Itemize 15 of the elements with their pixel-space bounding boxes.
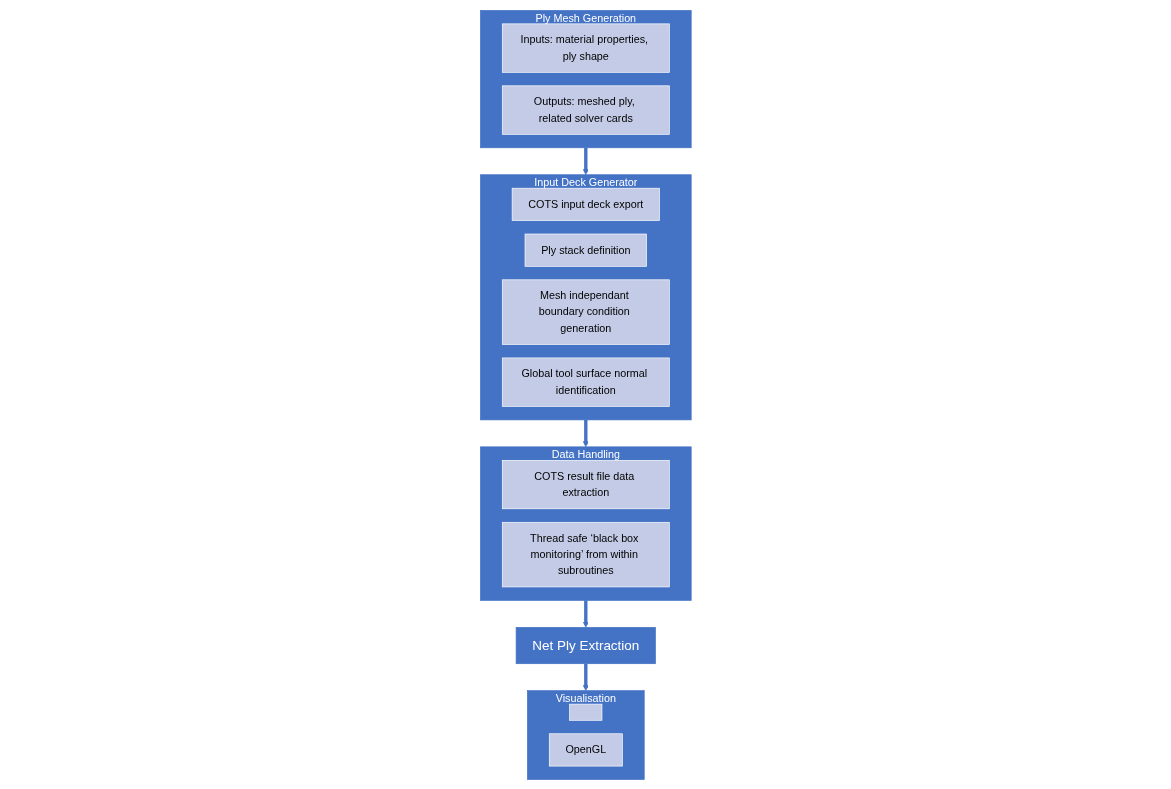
arrow [582, 663, 589, 691]
node-box: Outputs: meshed ply, related solver cards [501, 85, 670, 135]
node-box: COTS result file data extraction [501, 459, 670, 509]
arrow [582, 147, 589, 175]
node-box: Mesh independant boundary condition generation [501, 279, 670, 345]
node-box: Thread safe ‘black box monitoring’ from within subroutines [501, 521, 670, 587]
node-box: Ply stack definition [524, 233, 647, 267]
arrow [582, 599, 589, 628]
node-box: Inputs: material properties, ply shape [501, 23, 670, 73]
node-box: COTS input deck export [511, 187, 660, 221]
arrow [582, 419, 589, 447]
node-box: Global tool surface normal identification [501, 357, 670, 407]
node-box: Net Ply Extraction [515, 626, 656, 664]
node-box [569, 703, 602, 721]
node-box: OpenGL [548, 732, 623, 766]
